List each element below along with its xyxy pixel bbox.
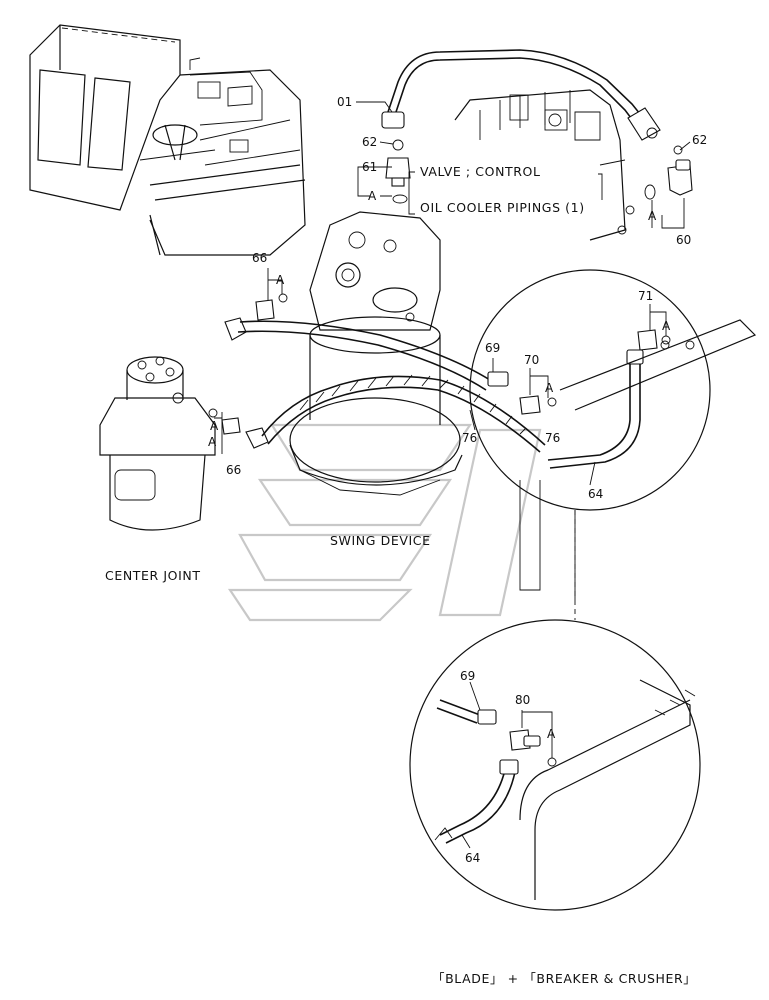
group-mark-a: A — [547, 727, 556, 741]
hose-64-upper — [547, 349, 644, 469]
excavator-overview-illustration — [29, 24, 306, 256]
part-label-61: 61 — [362, 160, 377, 174]
detail-circle-upper — [469, 269, 757, 600]
captions: VALVE ; CONTROL OIL COOLER PIPINGS (1) S… — [105, 164, 696, 986]
caption-footer-variant: 「BLADE」 + 「BREAKER & CRUSHER」 — [432, 971, 696, 986]
caption-center-joint: CENTER JOINT — [105, 568, 201, 583]
fitting-71 — [637, 329, 671, 351]
detail-circle-lower — [409, 619, 701, 911]
hose-69 — [237, 320, 509, 391]
part-label-64: 64 — [465, 851, 480, 865]
part-label-70: 70 — [524, 353, 539, 367]
hose-01 — [381, 49, 661, 141]
group-mark-a: A — [276, 273, 285, 287]
group-mark-a: A — [208, 435, 217, 449]
part-label-01: 01 — [337, 95, 352, 109]
part-label-62: 62 — [362, 135, 377, 149]
group-marks: A A A A A A A A — [208, 189, 671, 741]
fitting-70 — [519, 395, 557, 415]
fitting-61 — [385, 139, 411, 204]
part-label-69: 69 — [460, 669, 475, 683]
caption-oil-cooler-pipings: OIL COOLER PIPINGS (1) — [420, 200, 585, 215]
watermark-logo — [227, 423, 542, 622]
group-mark-a: A — [662, 319, 671, 333]
group-mark-a: A — [210, 419, 219, 433]
group-mark-a: A — [545, 381, 554, 395]
part-label-60: 60 — [676, 233, 691, 247]
fitting-60 — [644, 145, 693, 200]
control-valve-illustration — [454, 89, 635, 241]
part-labels: 01 62 61 62 60 66 66 69 70 71 76 76 64 6… — [226, 95, 707, 865]
part-label-64: 64 — [588, 487, 603, 501]
caption-valve-control: VALVE ; CONTROL — [420, 164, 541, 179]
part-label-69: 69 — [485, 341, 500, 355]
fitting-66-upper — [224, 293, 288, 341]
center-joint-illustration — [99, 356, 216, 531]
hose-76 — [261, 374, 546, 453]
part-label-66: 66 — [226, 463, 241, 477]
part-label-76: 76 — [545, 431, 560, 445]
swing-device-illustration — [289, 211, 463, 496]
caption-swing-device: SWING DEVICE — [330, 533, 431, 548]
group-mark-a: A — [648, 209, 657, 223]
leader-lines — [214, 101, 691, 849]
part-label-71: 71 — [638, 289, 653, 303]
group-mark-a: A — [368, 189, 377, 203]
part-label-80: 80 — [515, 693, 530, 707]
part-label-76: 76 — [462, 431, 477, 445]
part-label-62: 62 — [692, 133, 707, 147]
fitting-66-lower — [208, 408, 269, 449]
part-label-66: 66 — [252, 251, 267, 265]
